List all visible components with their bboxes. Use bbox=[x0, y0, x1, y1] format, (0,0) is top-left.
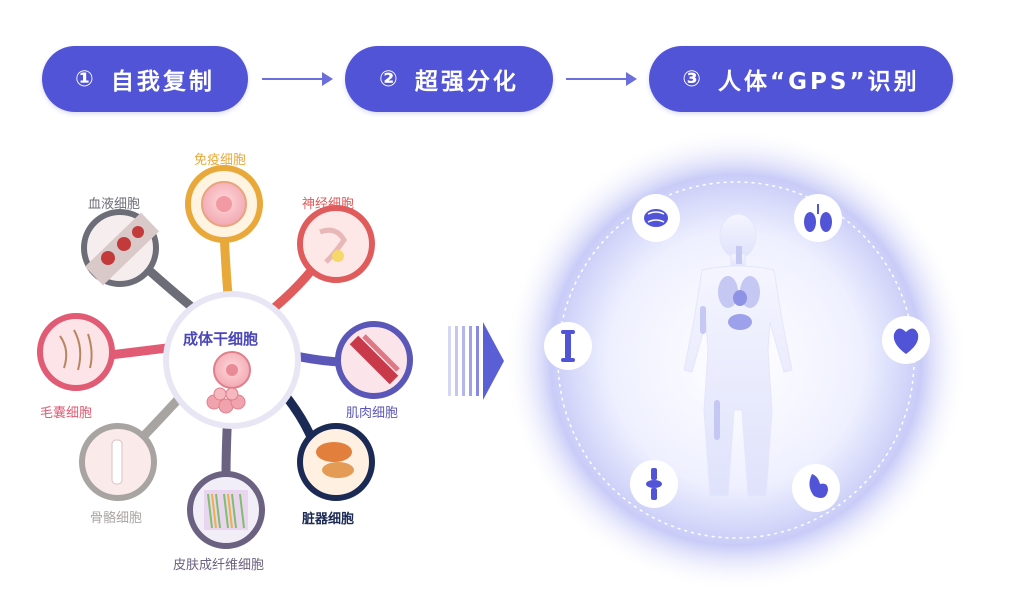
neuron-cell-node bbox=[297, 205, 375, 283]
blood-cell-label: 血液细胞 bbox=[88, 197, 141, 212]
step-number: ② bbox=[379, 66, 401, 92]
muscle-cell-node bbox=[335, 321, 413, 399]
step-pill-self-replication: ① 自我复制 bbox=[42, 46, 248, 112]
immune-cell-label: 免疫细胞 bbox=[194, 153, 247, 168]
organ-cell-node bbox=[297, 423, 375, 501]
step-arrow-line bbox=[262, 78, 322, 80]
lungs-icon bbox=[794, 194, 842, 242]
skin-fibroblast-node bbox=[187, 471, 265, 549]
muscle-cell-label: 肌肉细胞 bbox=[346, 406, 399, 421]
hair-follicle-label: 毛囊细胞 bbox=[40, 406, 93, 421]
skin-fibroblast-label: 皮肤成纤维细胞 bbox=[173, 558, 265, 573]
stomach-icon bbox=[792, 464, 840, 512]
step-label: 自我复制 bbox=[110, 69, 215, 95]
immune-cell-node bbox=[185, 165, 263, 243]
step-pill-differentiation: ② 超强分化 bbox=[345, 46, 553, 112]
step-arrow-line bbox=[566, 78, 626, 80]
knee-joint-icon bbox=[630, 460, 678, 508]
center-stem-cell-label: 成体干细胞 bbox=[183, 330, 259, 348]
hair-follicle-node bbox=[37, 313, 115, 391]
bone-cell-label: 骨骼细胞 bbox=[90, 511, 143, 526]
internal-organs bbox=[700, 246, 760, 440]
step-arrow-head bbox=[322, 72, 333, 86]
step-label: 超强分化 bbox=[414, 69, 519, 95]
stem-cell-cluster-icon bbox=[206, 387, 246, 414]
bone-icon bbox=[544, 322, 592, 370]
step-pill-gps-recognition: ③ 人体“GPS”识别 bbox=[649, 46, 953, 112]
human-body-silhouette bbox=[683, 213, 793, 497]
neuron-cell-label: 神经细胞 bbox=[302, 197, 355, 212]
organ-cell-label: 脏器细胞 bbox=[302, 512, 355, 527]
blood-cell-node bbox=[81, 209, 160, 287]
step-number: ③ bbox=[682, 66, 705, 92]
brain-icon bbox=[632, 194, 680, 242]
step-label: 人体“GPS”识别 bbox=[718, 69, 920, 95]
step-arrow-head bbox=[626, 72, 637, 86]
heart-icon bbox=[882, 316, 930, 364]
transition-arrow bbox=[448, 322, 504, 400]
step-number: ① bbox=[75, 66, 97, 92]
bone-cell-node bbox=[79, 423, 157, 501]
